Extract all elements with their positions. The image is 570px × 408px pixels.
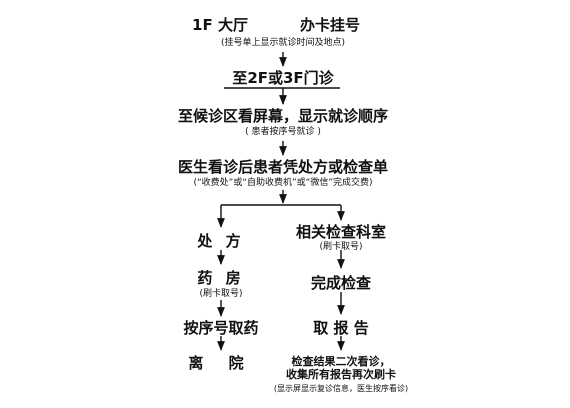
left-prescription: 处 方 <box>197 232 245 250</box>
right-get-report: 取 报 告 <box>313 319 369 337</box>
right-exam-department: 相关检查科室 <box>295 223 386 241</box>
left-pharmacy-note: (刷卡取号) <box>199 289 243 299</box>
step1-title-register: 办卡挂号 <box>299 16 360 34</box>
left-leave: 离 院 <box>188 354 254 372</box>
left-pharmacy: 药 房 <box>197 269 245 287</box>
right-final-note: (显示屏显示复诊信息，医生按序看诊) <box>273 384 409 393</box>
step3-note: ( 患者按序号就诊 ) <box>245 127 321 137</box>
right-finish-exam: 完成检查 <box>310 274 371 292</box>
right-final-line1: 检查结果二次看诊， <box>291 355 391 368</box>
step4-note: (“收费处”或“自助收费机”或“微信”完成交费) <box>193 178 373 188</box>
step4-title: 医生看诊后患者凭处方或检查单 <box>177 158 388 176</box>
right-final-line2: 收集所有报告再次刷卡 <box>286 368 396 381</box>
step1-note: (挂号单上显示就诊时间及地点) <box>220 38 346 48</box>
step1-title-hall: 1F 大厅 <box>192 16 248 34</box>
right-exam-department-note: (刷卡取号) <box>319 242 363 252</box>
left-take-medicine: 按序号取药 <box>183 319 259 337</box>
step3-title: 至候诊区看屏幕，显示就诊顺序 <box>177 107 388 125</box>
step2-title: 至2F或3F门诊 <box>232 69 334 87</box>
